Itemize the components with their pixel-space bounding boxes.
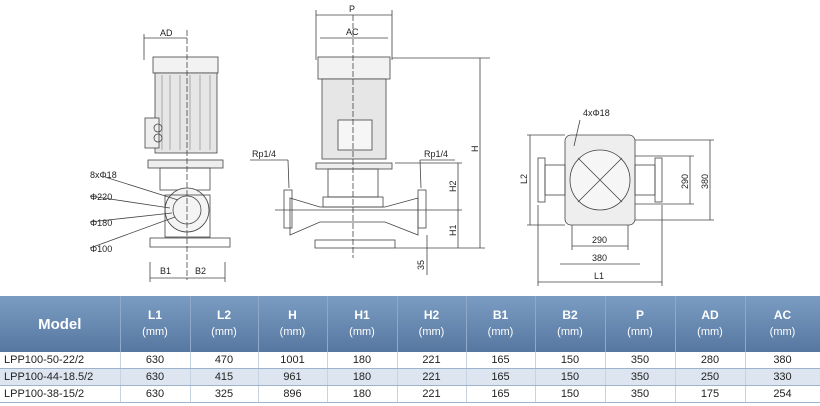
header-unit: (mm): [279, 326, 306, 338]
header-unit: (mm): [697, 326, 723, 338]
value-cell: 180: [327, 368, 398, 386]
value-cell: 165: [466, 352, 536, 369]
header-unit: (mm): [627, 326, 653, 338]
label-H2: H2: [448, 180, 458, 192]
label-h290: 290: [680, 174, 690, 189]
header-unit: (mm): [349, 326, 375, 338]
label-H: H: [470, 146, 480, 153]
dimension-table: Model L1(mm) L2(mm) H(mm) H1(mm) H2(mm) …: [0, 296, 820, 403]
value-cell: 175: [675, 385, 746, 403]
value-cell: 221: [397, 368, 467, 386]
value-cell: 350: [605, 368, 676, 386]
value-cell: 250: [675, 368, 746, 386]
model-cell: LPP100-44-18.5/2: [0, 368, 121, 386]
value-cell: 1001: [258, 352, 328, 369]
header-P: P (mm): [605, 296, 676, 352]
header-B2: B2 (mm): [535, 296, 606, 352]
value-cell: 350: [605, 385, 676, 403]
label-d180: Φ180: [90, 218, 112, 228]
header-label: H1: [354, 308, 370, 322]
header-model: Model: [0, 296, 121, 352]
header-label: AC: [773, 308, 792, 322]
label-B2: B2: [195, 266, 206, 276]
header-unit: (mm): [142, 326, 168, 338]
header-H2: H2 (mm): [397, 296, 467, 352]
header-B1: B1 (mm): [466, 296, 536, 352]
value-cell: 470: [190, 352, 259, 369]
model-cell: LPP100-38-15/2: [0, 385, 121, 403]
value-cell: 350: [605, 352, 676, 369]
label-35: 35: [416, 260, 426, 270]
header-L1: L1 (mm): [120, 296, 191, 352]
pump-dimension-drawing: AD 8xΦ18 Φ220 Φ180 Φ100 B1 B2 P AC Rp1/4…: [89, 4, 714, 286]
header-label: P: [635, 308, 644, 322]
side-view: [89, 30, 231, 282]
value-cell: 630: [120, 385, 191, 403]
value-cell: 630: [120, 352, 191, 369]
value-cell: 280: [675, 352, 746, 369]
header-H: H (mm): [258, 296, 328, 352]
value-cell: 415: [190, 368, 259, 386]
value-cell: 221: [397, 352, 467, 369]
header-label: AD: [701, 308, 719, 322]
label-H1: H1: [448, 224, 458, 236]
header-label: H: [288, 308, 297, 322]
value-cell: 150: [535, 352, 606, 369]
header-unit: (mm): [211, 326, 237, 338]
value-cell: 630: [120, 368, 191, 386]
label-d220: Φ220: [90, 192, 112, 202]
header-L2: L2 (mm): [190, 296, 259, 352]
value-cell: 180: [327, 352, 398, 369]
value-cell: 165: [466, 385, 536, 403]
value-cell: 961: [258, 368, 328, 386]
header-AD: AD (mm): [675, 296, 746, 352]
value-cell: 254: [745, 385, 820, 403]
table-header-row: Model L1(mm) L2(mm) H(mm) H1(mm) H2(mm) …: [0, 296, 820, 352]
label-w290: 290: [592, 235, 607, 245]
header-label: B2: [562, 308, 578, 322]
label-top-holes: 4xΦ18: [583, 108, 610, 118]
label-L2: L2: [519, 174, 529, 184]
label-holes: 8xΦ18: [90, 170, 117, 180]
value-cell: 150: [535, 385, 606, 403]
header-label: H2: [423, 308, 440, 322]
header-H1: H1 (mm): [327, 296, 398, 352]
label-rp-right: Rp1/4: [424, 149, 448, 159]
header-unit: (mm): [557, 326, 583, 338]
label-h380: 380: [700, 174, 710, 189]
label-AC: AC: [346, 27, 359, 37]
value-cell: 380: [745, 352, 820, 369]
value-cell: 896: [258, 385, 328, 403]
value-cell: 165: [466, 368, 536, 386]
header-label: L1: [147, 308, 162, 322]
front-view: [250, 10, 490, 275]
header-label: L2: [216, 308, 231, 322]
value-cell: 150: [535, 368, 606, 386]
value-cell: 221: [397, 385, 467, 403]
header-AC: AC (mm): [745, 296, 820, 352]
label-w380: 380: [592, 253, 607, 263]
header-unit: (mm): [769, 326, 796, 338]
top-view: [527, 119, 714, 286]
value-cell: 325: [190, 385, 259, 403]
header-unit: (mm): [418, 326, 445, 338]
model-cell: LPP100-50-22/2: [0, 352, 121, 369]
label-AD: AD: [160, 28, 173, 38]
label-rp-left: Rp1/4: [252, 149, 276, 159]
header-label: B1: [492, 308, 509, 322]
label-L1: L1: [594, 271, 604, 281]
label-P: P: [349, 4, 355, 14]
label-d100: Φ100: [90, 244, 112, 254]
label-B1: B1: [160, 266, 171, 276]
header-unit: (mm): [487, 326, 514, 338]
value-cell: 180: [327, 385, 398, 403]
value-cell: 330: [745, 368, 820, 386]
